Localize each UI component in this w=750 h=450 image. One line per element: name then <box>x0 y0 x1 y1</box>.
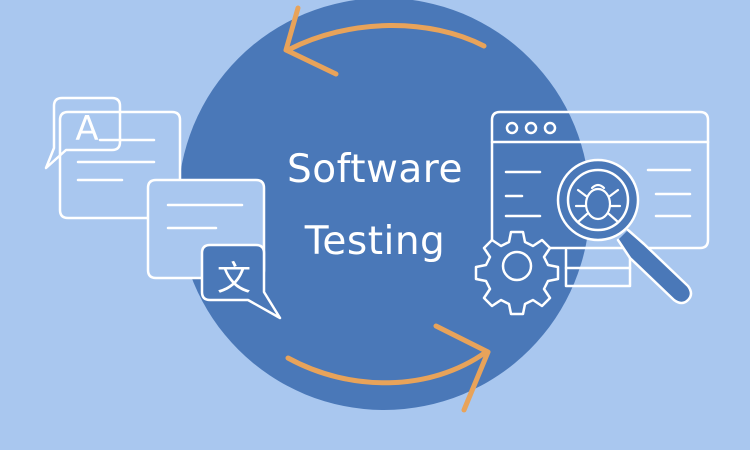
bug-leg <box>576 188 588 198</box>
bubble-cjk <box>200 243 282 320</box>
browser-window <box>490 110 710 250</box>
magnifier-icon <box>556 158 693 305</box>
bug-head <box>590 183 606 190</box>
window-dot <box>505 121 519 135</box>
magnifier-handle <box>616 228 693 305</box>
top-arrow-stroke <box>285 23 487 53</box>
glyph-cjk: 文 <box>217 259 251 299</box>
gear-body <box>474 230 560 316</box>
title-line-2: Testing <box>304 219 446 264</box>
magnifier-inner-ring <box>566 168 630 232</box>
title-line-1: Software <box>287 147 463 192</box>
gear-icon <box>474 230 560 316</box>
magnifier-lens <box>556 158 640 242</box>
bug-leg <box>576 212 589 224</box>
bubble-a <box>44 96 122 170</box>
window-dot <box>524 121 538 135</box>
bug-icon <box>574 183 622 224</box>
top-arrowhead <box>283 5 339 77</box>
bottom-arrowhead <box>433 323 491 413</box>
bug-leg <box>608 188 620 198</box>
bottom-arrow-stroke <box>285 349 489 386</box>
gear-hole <box>501 250 533 282</box>
glyph-latin: A <box>75 109 98 149</box>
bug-leg <box>607 212 620 224</box>
window-dot <box>543 121 557 135</box>
bug-body <box>584 187 612 221</box>
